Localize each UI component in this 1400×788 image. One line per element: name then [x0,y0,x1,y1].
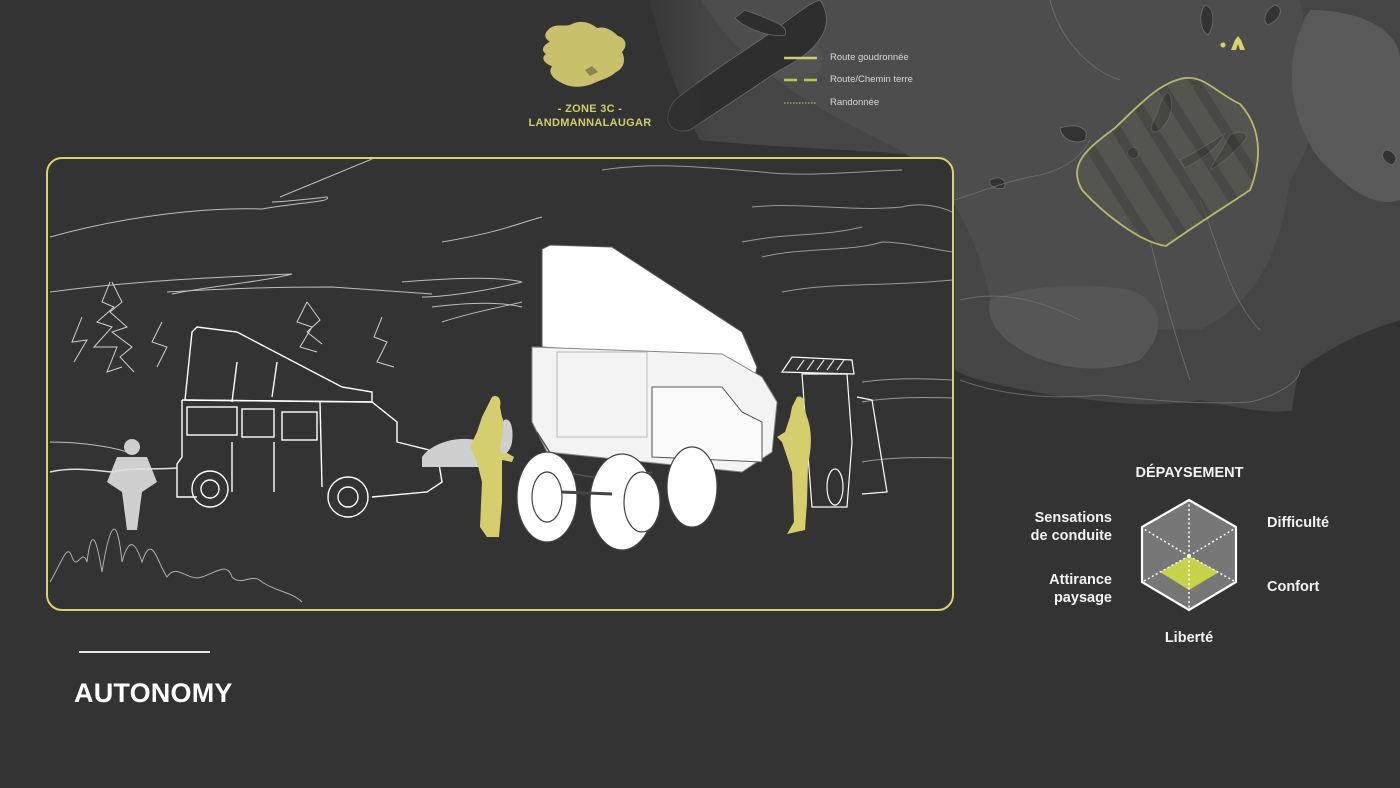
radar-title: DÉPAYSEMENT [1135,465,1244,481]
radar-chart [1140,498,1238,612]
standing-person-figure [777,396,811,534]
scene-illustration-frame [46,157,954,611]
radar-axis-difficulte: Difficulté [1267,515,1330,531]
camping-scene-illustration [49,159,952,603]
legend-dirt-road: Route/Chemin terre [830,74,913,85]
radar-axis-sensations: Sensations de conduite [1030,510,1112,544]
legend-hiking-trail: Randonnée [830,97,880,108]
radar-value-area [1160,556,1219,590]
zone-outline [1076,77,1259,247]
zone-code: - ZONE 3C - [557,103,623,115]
autonomy-concept-vehicle [516,244,778,551]
zone-label: - ZONE 3C - LANDMANNALAUGAR [510,102,670,130]
seated-person-figure [107,439,157,530]
radar-axis-attirance: Attirance paysage [1049,572,1112,606]
page-title: AUTONOMY [74,678,233,708]
radar-axis-liberte: Liberté [1164,630,1214,646]
radar-axis-confort: Confort [1267,579,1320,595]
wheel [516,446,718,551]
campsite-tent-icon [1231,36,1245,50]
iceland-map-icon [543,21,626,87]
landrover-camper-vehicle [176,326,443,518]
zone-name: LANDMANNALAUGAR [528,117,652,129]
legend-paved-road: Route goudronnée [830,52,909,63]
second-camper-vehicle [780,356,888,508]
title-divider [79,651,210,653]
location-dot-icon [1220,42,1226,48]
